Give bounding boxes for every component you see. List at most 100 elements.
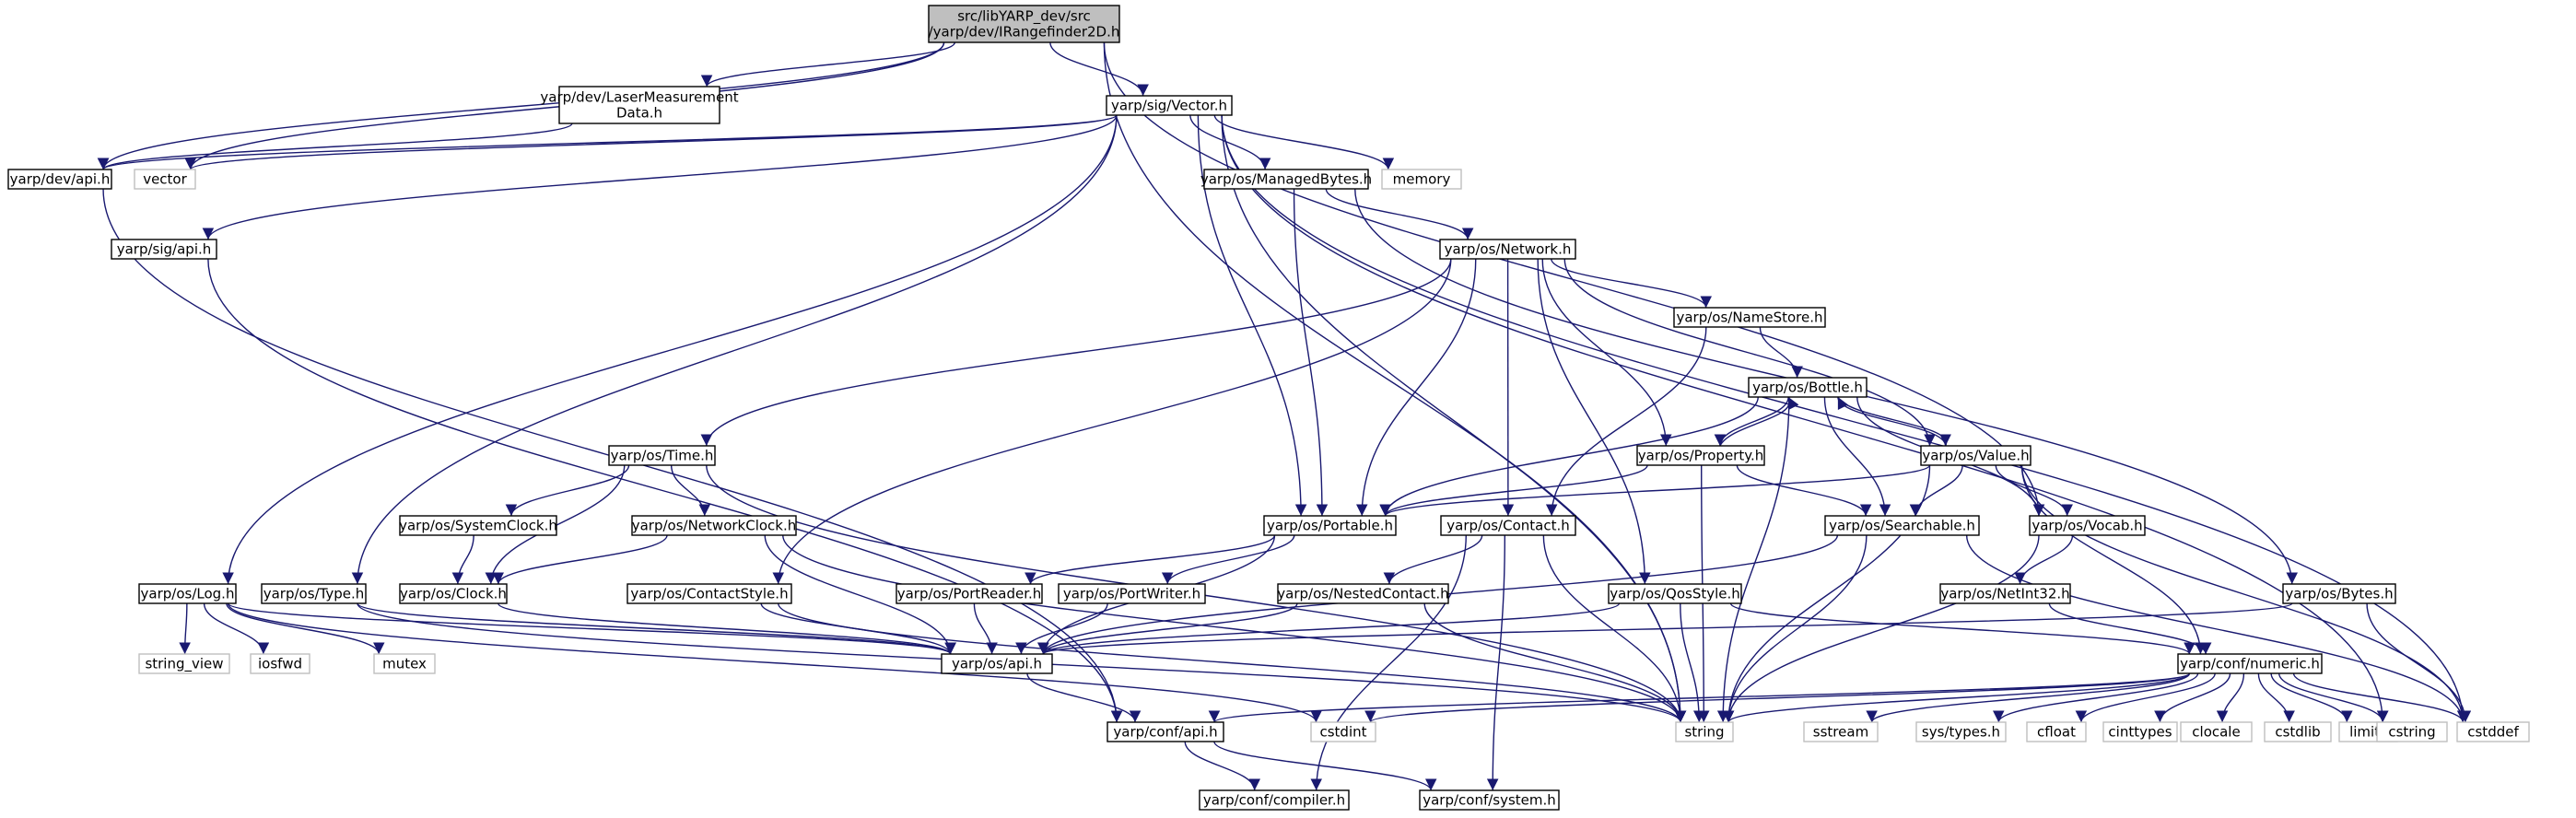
node-label: src/libYARP_dev/src	[957, 8, 1091, 26]
edge-bytes-to-osapi	[1037, 602, 2293, 655]
node-label: string_view	[145, 656, 223, 673]
edge-numeric-to-confapi	[1209, 672, 2191, 723]
node-numeric[interactable]: yarp/conf/numeric.h	[2177, 653, 2323, 674]
edge-networkclock-to-osapi	[764, 534, 956, 655]
node-system[interactable]: yarp/conf/system.h	[1419, 789, 1560, 811]
node-time[interactable]: yarp/os/Time.h	[608, 445, 716, 466]
edge-log-to-cstdint	[227, 602, 1322, 723]
node-memory: memory	[1381, 169, 1462, 190]
node-label: yarp/os/Time.h	[611, 448, 714, 464]
dependency-nodes: src/libYARP_dev/src/yarp/dev/IRangefinde…	[7, 5, 2530, 811]
node-label: cstdint	[1319, 724, 1366, 741]
edge-contact-to-string	[1542, 534, 1687, 723]
node-box	[558, 86, 720, 124]
node-label: yarp/os/PortWriter.h	[1063, 586, 1200, 602]
node-box	[1107, 721, 1224, 742]
node-osapi[interactable]: yarp/os/api.h	[941, 653, 1053, 674]
edge-qosstyle-to-numeric	[1729, 602, 2195, 655]
node-bytes[interactable]: yarp/os/Bytes.h	[2282, 583, 2396, 604]
node-contactstyle[interactable]: yarp/os/ContactStyle.h	[626, 583, 792, 604]
node-cstdint: cstdint	[1310, 721, 1376, 742]
edge-osapi-to-confapi	[1026, 672, 1142, 723]
node-box	[2026, 721, 2087, 742]
edge-value-to-searchable	[1909, 464, 1963, 517]
node-box	[2282, 583, 2396, 604]
node-compiler[interactable]: yarp/conf/compiler.h	[1199, 789, 1350, 811]
edge-systemclock-to-clock	[451, 534, 474, 585]
node-portreader[interactable]: yarp/os/PortReader.h	[896, 583, 1043, 604]
node-box	[261, 583, 367, 604]
node-cfloat: cfloat	[2026, 721, 2087, 742]
edge-namestore-to-contact	[1545, 326, 1707, 517]
node-label: sstream	[1813, 724, 1868, 741]
node-box	[134, 169, 196, 190]
node-box	[1310, 721, 1376, 742]
node-box	[1675, 721, 1734, 742]
node-qosstyle[interactable]: yarp/os/QosStyle.h	[1608, 583, 1742, 604]
node-box	[2029, 515, 2146, 536]
edge-root-to-vocab	[1103, 41, 2045, 517]
node-cstdlib: cstdlib	[2264, 721, 2332, 742]
node-vector: vector	[134, 169, 196, 190]
node-namestore[interactable]: yarp/os/NameStore.h	[1673, 307, 1826, 328]
node-vector-h[interactable]: yarp/sig/Vector.h	[1106, 95, 1233, 116]
edge-clock-to-osapi	[498, 602, 956, 655]
edge-value-to-bottle	[1837, 396, 1948, 447]
edge-nestedcontact-to-osapi	[1037, 602, 1298, 655]
edge-portable-to-portreader	[1025, 534, 1276, 585]
node-label: cstdlib	[2275, 724, 2320, 741]
node-label: cstddef	[2467, 724, 2519, 741]
edge-confapi-to-system	[1213, 741, 1437, 791]
node-type[interactable]: yarp/os/Type.h	[261, 583, 367, 604]
edge-network-to-portable	[1355, 258, 1477, 517]
node-devapi[interactable]: yarp/dev/api.h	[7, 169, 112, 190]
node-box	[1203, 169, 1369, 190]
edge-vector_h-to-log	[222, 114, 1118, 585]
edge-portable-to-portwriter	[1161, 534, 1295, 585]
node-confapi[interactable]: yarp/conf/api.h	[1107, 721, 1224, 742]
node-nestedcontact[interactable]: yarp/os/NestedContact.h	[1277, 583, 1449, 604]
node-bottle[interactable]: yarp/os/Bottle.h	[1748, 377, 1868, 398]
node-networkclock[interactable]: yarp/os/NetworkClock.h	[631, 515, 797, 536]
node-searchable[interactable]: yarp/os/Searchable.h	[1824, 515, 1980, 536]
edge-numeric-to-cstdint	[1364, 672, 2191, 723]
node-vocab[interactable]: yarp/os/Vocab.h	[2029, 515, 2146, 536]
node-root[interactable]: src/libYARP_dev/src/yarp/dev/IRangefinde…	[928, 5, 1120, 43]
node-contact[interactable]: yarp/os/Contact.h	[1440, 515, 1576, 536]
dependency-edges	[97, 41, 2472, 791]
edge-vector_h-to-cstddef	[1221, 114, 2469, 723]
edge-property-to-bottle	[1719, 396, 1799, 447]
node-string-view: string_view	[138, 653, 230, 674]
node-clock[interactable]: yarp/os/Clock.h	[399, 583, 508, 604]
edge-numeric-to-cstddef	[2292, 672, 2469, 723]
node-systemclock[interactable]: yarp/os/SystemClock.h	[399, 515, 557, 536]
node-log[interactable]: yarp/os/Log.h	[138, 583, 237, 604]
node-label: yarp/os/Log.h	[141, 586, 235, 602]
node-label: cstring	[2388, 724, 2435, 741]
node-property[interactable]: yarp/os/Property.h	[1636, 445, 1765, 466]
node-sigapi[interactable]: yarp/sig/api.h	[111, 239, 217, 260]
node-network[interactable]: yarp/os/Network.h	[1439, 239, 1576, 260]
edge-property-to-portable	[1379, 464, 1648, 517]
node-value[interactable]: yarp/os/Value.h	[1920, 445, 2032, 466]
node-portable[interactable]: yarp/os/Portable.h	[1263, 515, 1397, 536]
edge-network-to-qosstyle	[1537, 258, 1651, 585]
node-clocale: clocale	[2180, 721, 2253, 742]
node-netint32[interactable]: yarp/os/NetInt32.h	[1939, 583, 2071, 604]
node-label: cfloat	[2037, 724, 2076, 741]
node-box	[1058, 583, 1206, 604]
node-box	[138, 653, 230, 674]
edge-vector_h-to-portable	[1197, 114, 1307, 517]
edge-confapi-to-compiler	[1184, 741, 1261, 791]
node-managedbytes[interactable]: yarp/os/ManagedBytes.h	[1200, 169, 1372, 190]
edge-managedbytes-to-portable	[1293, 188, 1329, 517]
node-label: yarp/os/Property.h	[1638, 448, 1763, 464]
node-label: yarp/os/api.h	[952, 656, 1042, 672]
node-label: yarp/os/Bottle.h	[1752, 380, 1863, 396]
node-box	[928, 5, 1120, 43]
edge-value-to-vocab	[1995, 464, 2073, 517]
node-portwriter[interactable]: yarp/os/PortWriter.h	[1058, 583, 1206, 604]
node-cinttypes: cinttypes	[2102, 721, 2178, 742]
